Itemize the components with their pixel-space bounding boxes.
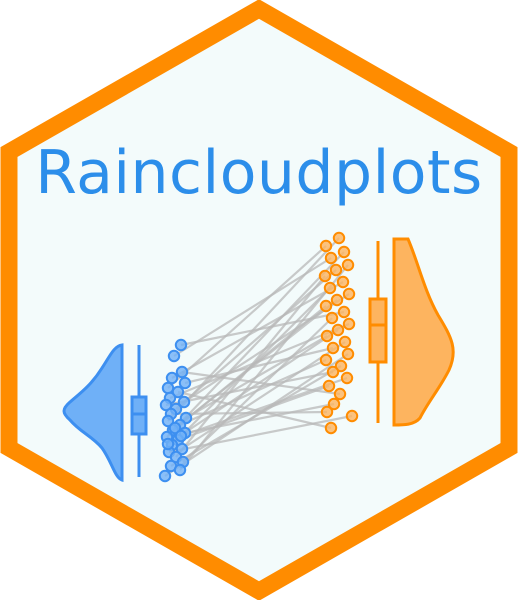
rain-dot-blue (173, 463, 187, 477)
logo-title: Raincloudplots (35, 138, 483, 208)
rain-dot-orange (320, 329, 334, 343)
rain-dot-orange (329, 263, 343, 277)
rain-dot-orange (326, 365, 340, 379)
rain-dot-blue (158, 469, 172, 483)
paired-line (175, 269, 337, 410)
rain-dot-orange (338, 335, 352, 349)
rain-dot-orange (326, 341, 340, 355)
boxplot-box-orange (368, 297, 388, 364)
rain-dot-orange (342, 317, 356, 331)
rain-dot-blue (174, 429, 188, 443)
rain-dot-blue (178, 376, 192, 390)
rain-dot-orange (318, 269, 332, 283)
paired-line (167, 237, 340, 422)
paired-line (182, 317, 333, 463)
rain-dot-orange (341, 347, 355, 361)
rain-dot-orange (332, 231, 346, 245)
paired-line (166, 251, 345, 438)
rain-dot-orange (345, 409, 359, 423)
rain-dot-blue (174, 338, 188, 352)
paired-line (164, 353, 349, 477)
rain-dot-orange (331, 323, 345, 337)
rain-dot-orange (324, 421, 338, 435)
rain-dot-blue (161, 381, 175, 395)
rain-dot-orange (324, 251, 338, 265)
paired-line (181, 341, 346, 450)
paired-line (180, 310, 345, 347)
rain-dot-blue (175, 365, 189, 379)
rain-dot-blue (161, 437, 175, 451)
paired-line (167, 245, 327, 389)
rain-dot-orange (337, 305, 351, 319)
rain-dot-blue (165, 371, 179, 385)
rain-dot-orange (323, 281, 337, 295)
rain-dot-blue (175, 442, 189, 456)
rain-dot-orange (319, 239, 333, 253)
paired-line (175, 275, 326, 458)
rain-dot-orange (336, 275, 350, 289)
rain-dot-blue (177, 395, 191, 409)
rain-dot-blue (161, 414, 175, 428)
paired-line (174, 299, 338, 429)
rain-dot-orange (341, 258, 355, 272)
paired-line (167, 329, 339, 445)
rain-dot-orange (325, 311, 339, 325)
rain-dot-orange (319, 299, 333, 313)
rain-dot-blue (168, 421, 182, 435)
rain-dot-orange (334, 359, 348, 373)
paired-line (177, 384, 330, 442)
group-2-orange (368, 237, 455, 427)
rain-dot-orange (337, 245, 351, 259)
rain-dot-orange (340, 371, 354, 385)
rain-dot-orange (342, 287, 356, 301)
rain-dot-blue (167, 349, 181, 363)
paired-line (179, 264, 349, 471)
paired-line (180, 376, 348, 438)
half-violin-blue (62, 343, 124, 482)
paired-lines (164, 237, 353, 477)
rain-dot-orange (322, 379, 336, 393)
group-1-blue (62, 343, 148, 482)
rain-dot-orange (319, 353, 333, 367)
rain-dot-orange (333, 387, 347, 401)
rain-dot-blue (171, 385, 185, 399)
rain-dot-orange (327, 397, 341, 411)
half-violin-orange (392, 237, 455, 427)
rain-dot-orange (320, 405, 334, 419)
rain-dot-orange (330, 293, 344, 307)
rain-dot-blue (159, 398, 173, 412)
rain-dots (158, 231, 359, 483)
paired-line (171, 281, 344, 379)
